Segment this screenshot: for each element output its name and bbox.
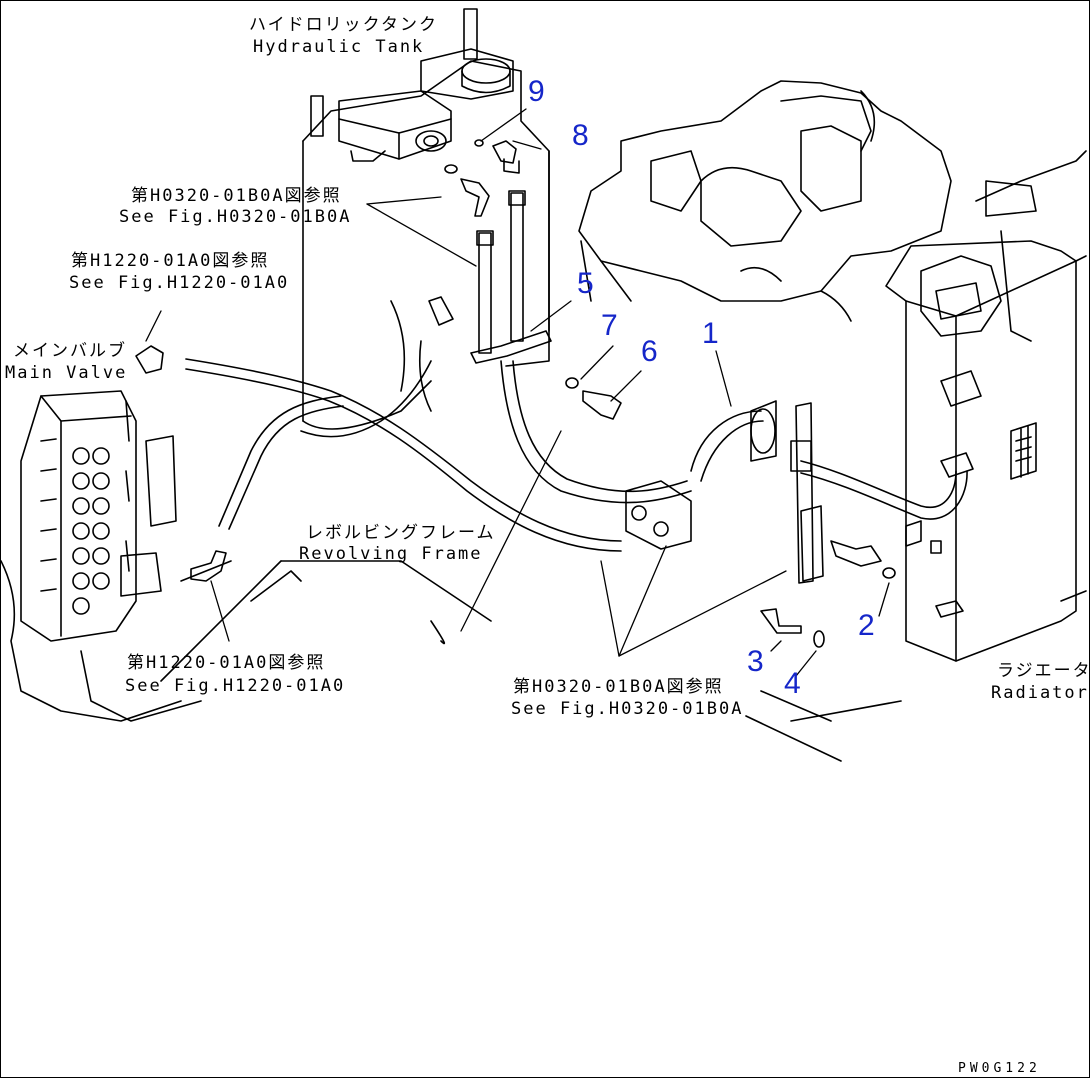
part-callout-1: 1 (702, 317, 719, 350)
main-valve-label-en: Main Valve (5, 363, 128, 383)
main-valve-label-jp: メインバルブ (13, 341, 127, 361)
ref-h0320-bottom-en: See Fig.H0320-01B0A (511, 699, 744, 719)
part-callout-4: 4 (784, 667, 801, 700)
part-callout-3: 3 (747, 645, 764, 678)
radiator-label-en: Radiator (991, 683, 1089, 703)
revolving-frame-label-jp: レボルビングフレーム (306, 523, 496, 543)
ref-h1220-top-en: See Fig.H1220-01A0 (69, 273, 290, 293)
part-callout-2: 2 (858, 609, 875, 642)
ref-h1220-bottom-en: See Fig.H1220-01A0 (125, 676, 346, 696)
part-callout-7: 7 (601, 309, 618, 342)
main-valve (1, 345, 232, 722)
part-callout-8: 8 (572, 119, 589, 152)
ref-h0320-top-en: See Fig.H0320-01B0A (119, 207, 352, 227)
drawing-code: PW0G122 (958, 1061, 1041, 1076)
ref-h1220-top-jp: 第H1220-01A0図参照 (71, 251, 270, 271)
clamps-bracket (625, 400, 824, 584)
tank-fittings (428, 139, 622, 420)
ref-h0320-bottom-jp: 第H0320-01B0A図参照 (513, 677, 724, 697)
leader-lines (145, 108, 890, 677)
part-callout-5: 5 (577, 267, 594, 300)
ref-h1220-bottom-jp: 第H1220-01A0図参照 (127, 653, 326, 673)
engine (578, 80, 952, 322)
part-callout-6: 6 (641, 335, 658, 368)
hydraulic-tank-label-jp: ハイドロリックタンク (249, 15, 438, 35)
part-callout-9: 9 (528, 75, 545, 108)
revolving-frame-label-en: Revolving Frame (299, 544, 483, 564)
radiator (885, 150, 1087, 662)
ref-h0320-top-jp: 第H0320-01B0A図参照 (131, 186, 342, 206)
revolving-frame (160, 560, 902, 762)
hydraulic-tank-label-en: Hydraulic Tank (253, 37, 425, 57)
radiator-label-jp: ラジエータ (997, 661, 1090, 681)
